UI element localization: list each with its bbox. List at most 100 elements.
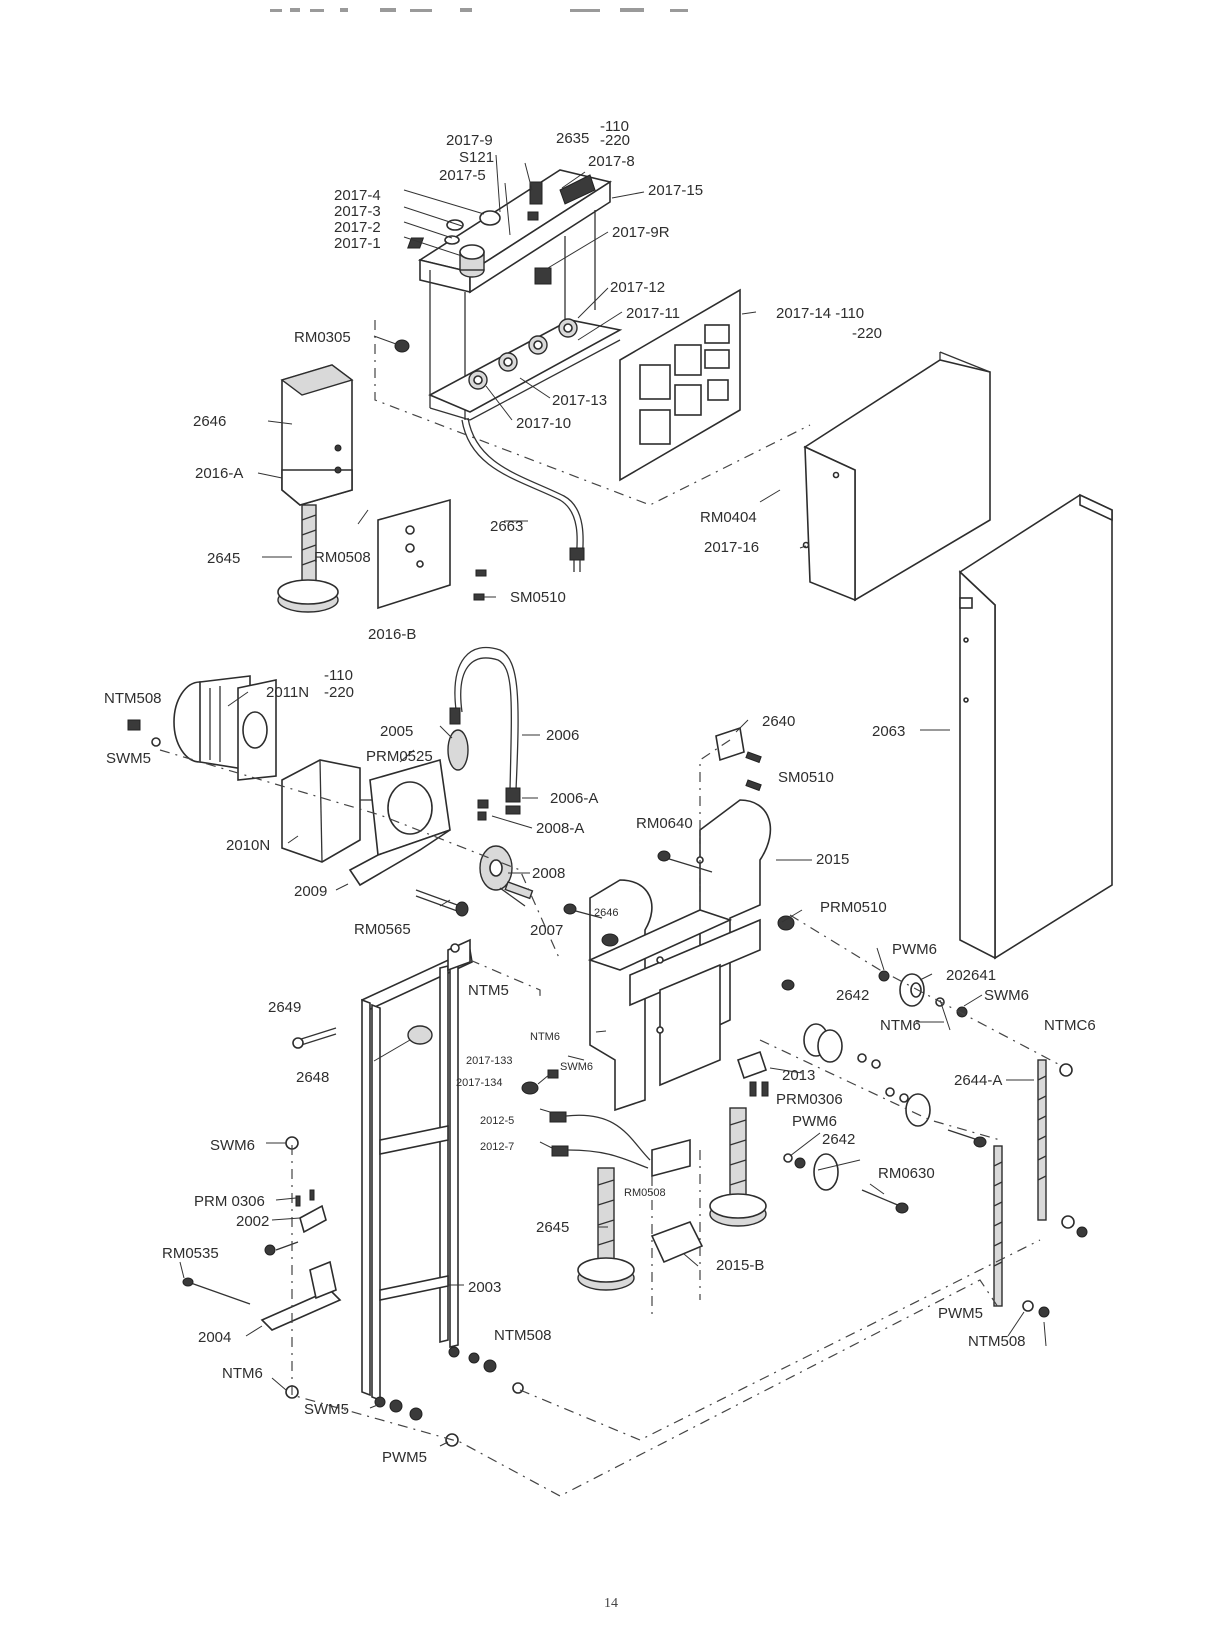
plate-2016-b (377, 498, 451, 610)
label-2648: 2648 (296, 1069, 329, 1086)
cover-2063 (958, 493, 1113, 960)
label-2635-110: -110 (600, 118, 629, 135)
label-2663: 2663 (490, 518, 523, 535)
label-2011n-110: -110 (324, 667, 353, 684)
base-assembly-line-2 (519, 1239, 1041, 1441)
roller-2642-lower (783, 1153, 909, 1214)
gear-2008 (479, 845, 534, 900)
bracket-2016-a (280, 364, 354, 506)
label-ntm508: NTM508 (104, 690, 162, 707)
bracket-2004 (260, 1241, 342, 1331)
label-2644-a: 2644-A (954, 1072, 1002, 1089)
label-2003: 2003 (468, 1279, 501, 1296)
label-2012-7: 2012-7 (480, 1141, 514, 1153)
label-2006-a: 2006-A (550, 790, 598, 807)
label-2017-9r: 2017-9R (612, 224, 670, 241)
label-swm6: SWM6 (984, 987, 1029, 1004)
spring-2644-a-right (1037, 1059, 1088, 1238)
label-prm0306-b: PRM 0306 (194, 1193, 265, 1210)
label-rm0565: RM0565 (354, 921, 411, 938)
label-sm0510: SM0510 (510, 589, 566, 606)
label-2017-15: 2017-15 (648, 182, 703, 199)
page-number: 14 (604, 1596, 618, 1611)
label-ntm508-c: NTM508 (968, 1333, 1026, 1350)
label-prm0306: PRM0306 (776, 1091, 843, 1108)
label-202641: 202641 (946, 967, 996, 984)
leveling-foot-upper (277, 504, 339, 613)
label-sm0510-b: SM0510 (778, 769, 834, 786)
gearbox-2010n (281, 759, 400, 863)
label-rm0404: RM0404 (700, 509, 757, 526)
motor-axis-line (159, 749, 561, 961)
label-2640: 2640 (762, 713, 795, 730)
label-2010n: 2010N (226, 837, 270, 854)
label-2645: 2645 (207, 550, 240, 567)
label-pwm5-b: PWM5 (382, 1449, 427, 1466)
part-labels: 2017-9 2635 -110 -220 S121 2017-8 2017-5… (104, 118, 1096, 1466)
label-2016-b: 2016-B (368, 626, 416, 643)
cover-2017-16 (802, 351, 991, 602)
rm0305-screw (394, 339, 410, 353)
stand-frame-2003 (361, 938, 473, 1402)
plate-2640 (715, 726, 762, 792)
label-swm5-b: SWM5 (304, 1401, 349, 1418)
label-2005: 2005 (380, 723, 413, 740)
label-2646-b: 2646 (594, 907, 618, 919)
motor-2011n (173, 675, 277, 781)
label-2017-13: 2017-13 (552, 392, 607, 409)
label-2006: 2006 (546, 727, 579, 744)
label-pwm6-b: PWM6 (792, 1113, 837, 1130)
leveling-foot-right (709, 1107, 767, 1227)
header-scan-artifact (270, 8, 688, 12)
spring-2644-a-left (993, 1145, 1050, 1318)
label-2004: 2004 (198, 1329, 231, 1346)
label-ntm5: NTM5 (468, 982, 509, 999)
label-2017-4: 2017-4 (334, 187, 381, 204)
frame-2015 (587, 799, 772, 1112)
flex-cable-2006 (447, 646, 521, 821)
label-2017-11: 2017-11 (626, 305, 680, 322)
box-assembly-line (374, 320, 811, 506)
label-2017-3: 2017-3 (334, 203, 381, 220)
label-prm0510: PRM0510 (820, 899, 887, 916)
circuit-board (619, 288, 741, 482)
roller-202641 (878, 970, 968, 1018)
label-2017-9: 2017-9 (446, 132, 493, 149)
label-2015: 2015 (816, 851, 849, 868)
label-2017-8: 2017-8 (588, 153, 635, 170)
label-2017-1: 2017-1 (334, 235, 381, 252)
stand-link-line (469, 959, 541, 1000)
label-swm6-b: SWM6 (210, 1137, 255, 1154)
roller-row-middle (803, 1023, 987, 1148)
label-2635-220: -220 (600, 132, 630, 149)
label-swm6-small: SWM6 (560, 1061, 593, 1073)
label-rm0508-b: RM0508 (624, 1187, 666, 1199)
label-prm0525: PRM0525 (366, 748, 433, 765)
cable-connectors (521, 1069, 651, 1169)
label-ntm6: NTM6 (880, 1017, 921, 1034)
label-2017-134: 2017-134 (456, 1077, 503, 1089)
label-ntm6-b: NTM6 (530, 1031, 560, 1043)
label-rm0305: RM0305 (294, 329, 351, 346)
leader-lines (179, 154, 1047, 1447)
label-2646: 2646 (193, 413, 226, 430)
label-2015-b: 2015-B (716, 1257, 764, 1274)
label-2017-2: 2017-2 (334, 219, 381, 236)
mount-plate-2009 (348, 758, 451, 887)
label-2012-5: 2012-5 (480, 1115, 514, 1127)
label-pwm5: PWM5 (938, 1305, 983, 1322)
label-2017-10: 2017-10 (516, 415, 571, 432)
label-2645-b: 2645 (536, 1219, 569, 1236)
label-2017-16: 2017-16 (704, 539, 759, 556)
pin-2649 (292, 1027, 337, 1049)
label-2017-5: 2017-5 (439, 167, 486, 184)
frame-box-line (699, 739, 731, 900)
label-2017-14-220: -220 (852, 325, 882, 342)
power-cord (461, 417, 585, 572)
label-s121: S121 (459, 149, 494, 166)
label-rm0630: RM0630 (878, 1165, 935, 1182)
control-knobs (407, 174, 596, 285)
label-ntm6-c: NTM6 (222, 1365, 263, 1382)
label-2008-a: 2008-A (536, 820, 584, 837)
